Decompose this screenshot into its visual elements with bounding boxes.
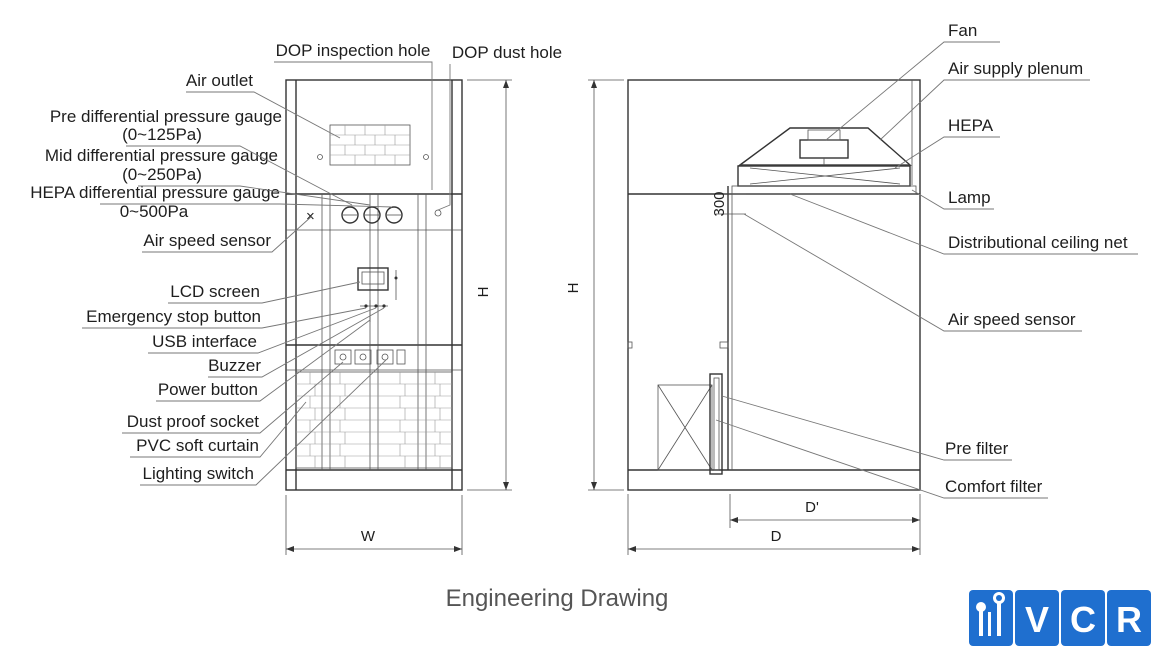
dimension-d: D	[771, 528, 782, 545]
pressure-gauges	[341, 206, 403, 224]
label-air-supply-plenum: Air supply plenum	[948, 59, 1083, 78]
dop-hole-left	[317, 154, 323, 160]
dimension-h-side: H	[565, 283, 582, 294]
logo-letter-c: C	[1070, 599, 1096, 640]
logo-letter-v: V	[1025, 599, 1049, 640]
label-pre-differential-range: (0~125Pa)	[122, 125, 202, 144]
dop-dust-hole	[434, 209, 442, 217]
fan-assembly	[737, 127, 912, 166]
label-pre-filter: Pre filter	[945, 439, 1009, 458]
dimension-d-prime: D'	[805, 499, 819, 516]
dust-proof-sockets	[334, 349, 406, 365]
dimension-w: W	[361, 528, 376, 545]
front-labels: DOP inspection hole DOP dust hole Air ou…	[30, 41, 562, 486]
vcr-logo: V C R	[969, 590, 1151, 646]
pvc-soft-curtain	[295, 371, 453, 469]
side-labels: Fan Air supply plenum HEPA Lamp Distribu…	[715, 21, 1138, 499]
label-hepa-differential-range: 0~500Pa	[120, 202, 189, 221]
lamp	[731, 185, 917, 195]
label-usb-interface: USB interface	[152, 332, 257, 351]
label-air-outlet: Air outlet	[186, 71, 253, 90]
filter-stack	[657, 373, 723, 475]
caption: Engineering Drawing	[446, 585, 669, 612]
front-view: ×	[285, 79, 512, 555]
label-comfort-filter: Comfort filter	[945, 477, 1043, 496]
logo-letter-r: R	[1116, 599, 1142, 640]
label-mid-differential-gauge: Mid differential pressure gauge	[45, 146, 278, 165]
side-view: 300 H D' D	[565, 79, 921, 555]
air-outlet-grille	[329, 124, 411, 166]
label-pre-differential-gauge: Pre differential pressure gauge	[50, 107, 282, 126]
label-power-button: Power button	[158, 380, 258, 399]
label-distributional-ceiling-net: Distributional ceiling net	[948, 233, 1128, 252]
lcd-screen	[357, 267, 389, 291]
label-lighting-switch: Lighting switch	[142, 464, 254, 483]
dop-inspection-hole	[423, 154, 429, 160]
label-dust-proof-socket: Dust proof socket	[127, 412, 260, 431]
label-air-speed-sensor-side: Air speed sensor	[948, 310, 1076, 329]
label-buzzer: Buzzer	[208, 356, 261, 375]
label-air-speed-sensor: Air speed sensor	[143, 231, 271, 250]
label-mid-differential-range: (0~250Pa)	[122, 165, 202, 184]
label-hepa: HEPA	[948, 116, 994, 135]
label-dop-inspection-hole: DOP inspection hole	[276, 41, 431, 60]
tools-icon	[976, 592, 1005, 636]
dimension-300: 300	[711, 191, 728, 216]
label-lcd-screen: LCD screen	[170, 282, 260, 301]
label-dop-dust-hole: DOP dust hole	[452, 43, 562, 62]
label-emergency-stop-button: Emergency stop button	[86, 307, 261, 326]
label-pvc-soft-curtain: PVC soft curtain	[136, 436, 259, 455]
air-speed-sensor-mark: ×	[306, 208, 315, 225]
label-fan: Fan	[948, 21, 977, 40]
label-hepa-differential-gauge: HEPA differential pressure gauge	[30, 183, 280, 202]
hepa-filter	[737, 165, 911, 187]
label-lamp: Lamp	[948, 188, 991, 207]
dimension-h-front: H	[475, 287, 492, 298]
